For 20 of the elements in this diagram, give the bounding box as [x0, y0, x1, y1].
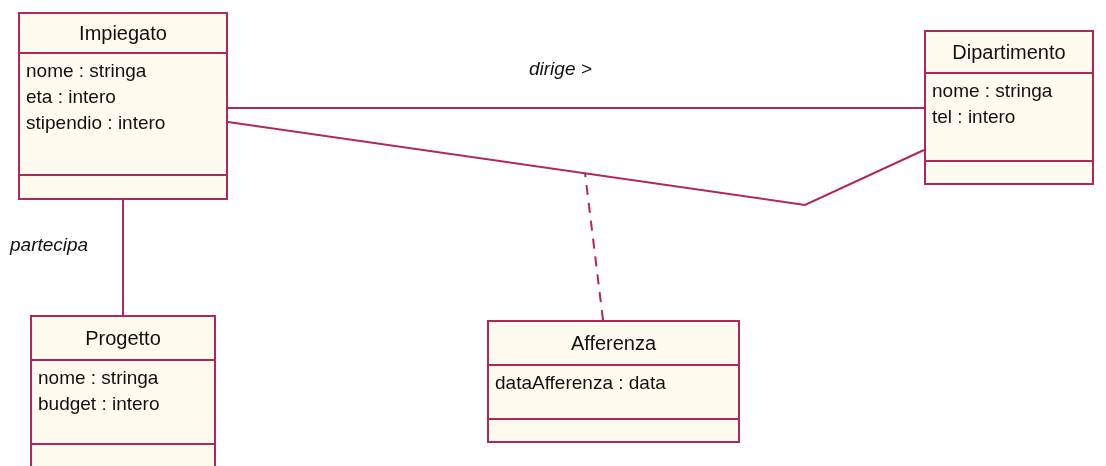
association-line — [122, 199, 124, 316]
attribute-text: tel : intero — [932, 105, 1016, 129]
class-box — [30, 315, 216, 466]
class-name: Impiegato — [79, 21, 167, 45]
attribute-text: stipendio : intero — [26, 111, 166, 135]
association-line — [227, 107, 925, 109]
class-name: Progetto — [85, 326, 161, 350]
class-name: Dipartimento — [952, 40, 1066, 64]
association-line — [227, 121, 925, 207]
attribute-text: budget : intero — [38, 392, 160, 416]
attribute-text: dataAfferenza : data — [495, 371, 666, 395]
class-box — [487, 320, 740, 443]
attribute-text: eta : intero — [26, 85, 116, 109]
attribute-text: nome : stringa — [932, 79, 1053, 103]
class-name: Afferenza — [570, 331, 657, 355]
class-box — [924, 30, 1094, 185]
dashed-association-line — [584, 172, 604, 321]
attribute-text: nome : stringa — [38, 366, 159, 390]
attribute-text: nome : stringa — [26, 59, 147, 83]
class-box — [18, 12, 228, 200]
